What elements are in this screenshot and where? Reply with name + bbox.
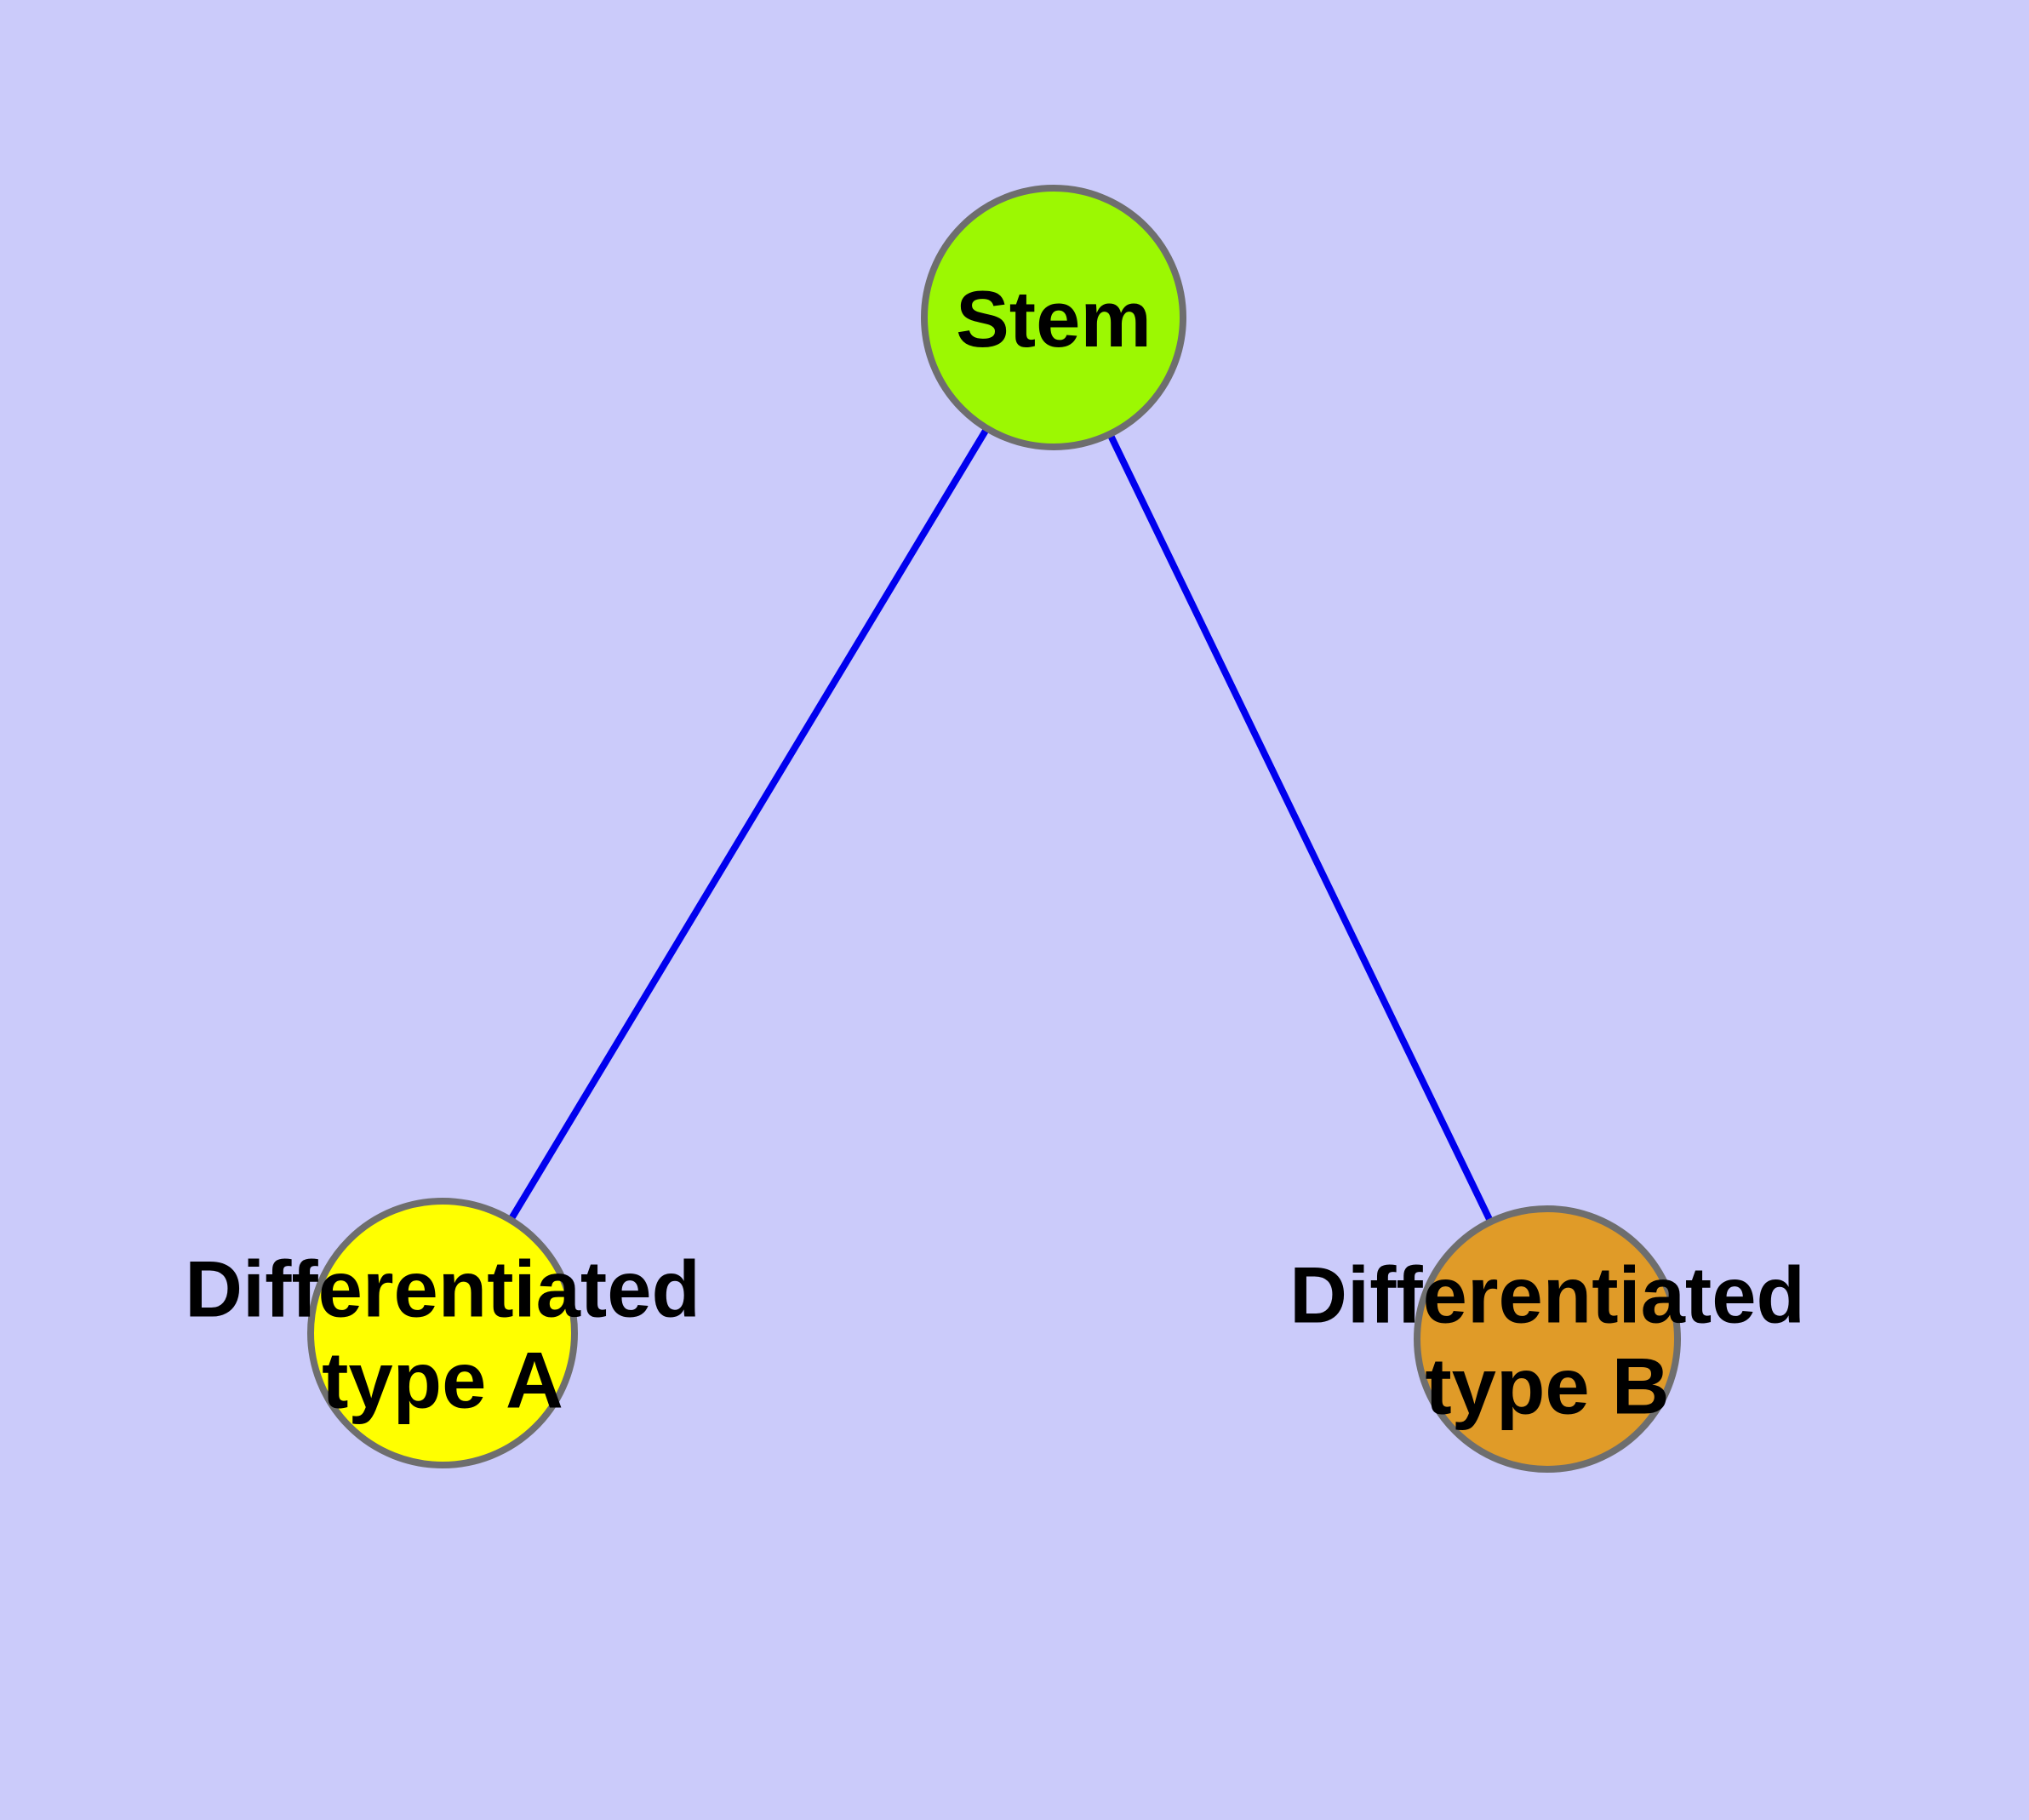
node-differentiated-type-b-label-line-2: type B xyxy=(1425,1341,1669,1430)
node-stem[interactable] xyxy=(921,185,1186,450)
node-differentiated-type-b-label-line-1: Differentiated xyxy=(1289,1250,1805,1339)
node-differentiated-type-a[interactable] xyxy=(307,1198,578,1468)
node-differentiated-type-b-circle[interactable] xyxy=(1414,1205,1681,1473)
node-layer xyxy=(307,185,1681,1473)
node-stem-circle[interactable] xyxy=(921,185,1186,450)
edge-stem-to-differentiated-type-b[interactable] xyxy=(1107,433,1494,1222)
node-stem-label: Stem xyxy=(956,274,1152,363)
edge-layer xyxy=(508,427,1494,1222)
node-stem-label-line-1: Stem xyxy=(956,274,1152,363)
node-differentiated-type-a-circle[interactable] xyxy=(307,1198,578,1468)
node-differentiated-type-a-label-line-2: type A xyxy=(322,1335,563,1424)
edge-stem-to-differentiated-type-a[interactable] xyxy=(508,427,990,1221)
node-differentiated-type-b[interactable] xyxy=(1414,1205,1681,1473)
node-differentiated-type-a-label-line-1: Differentiated xyxy=(185,1244,700,1333)
